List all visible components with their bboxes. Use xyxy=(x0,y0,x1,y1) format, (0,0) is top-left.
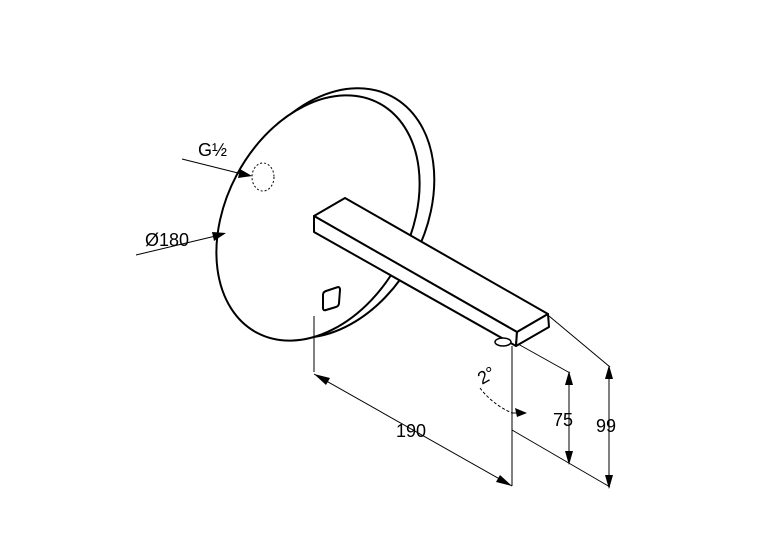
angle-dimension: 2° xyxy=(474,363,527,417)
total-height-dimension: 99 xyxy=(511,315,616,489)
total-height-label: 99 xyxy=(596,416,616,436)
outlet-height-dimension: 75 xyxy=(517,343,573,465)
outlet-height-label: 75 xyxy=(553,410,573,430)
outlet-aerator xyxy=(494,337,512,347)
thread-dimension: G½ xyxy=(181,140,252,178)
projection-label: 190 xyxy=(396,421,426,441)
spout-body xyxy=(313,197,550,347)
diameter-dimension: Ø180 xyxy=(135,230,226,256)
projection-dimension: 190 xyxy=(313,316,513,487)
sensor-window-icon xyxy=(322,285,342,312)
angle-label: 2° xyxy=(474,363,499,389)
thread-label: G½ xyxy=(198,140,227,160)
diameter-label: Ø180 xyxy=(145,230,189,250)
thread-connection-marker xyxy=(251,162,275,192)
